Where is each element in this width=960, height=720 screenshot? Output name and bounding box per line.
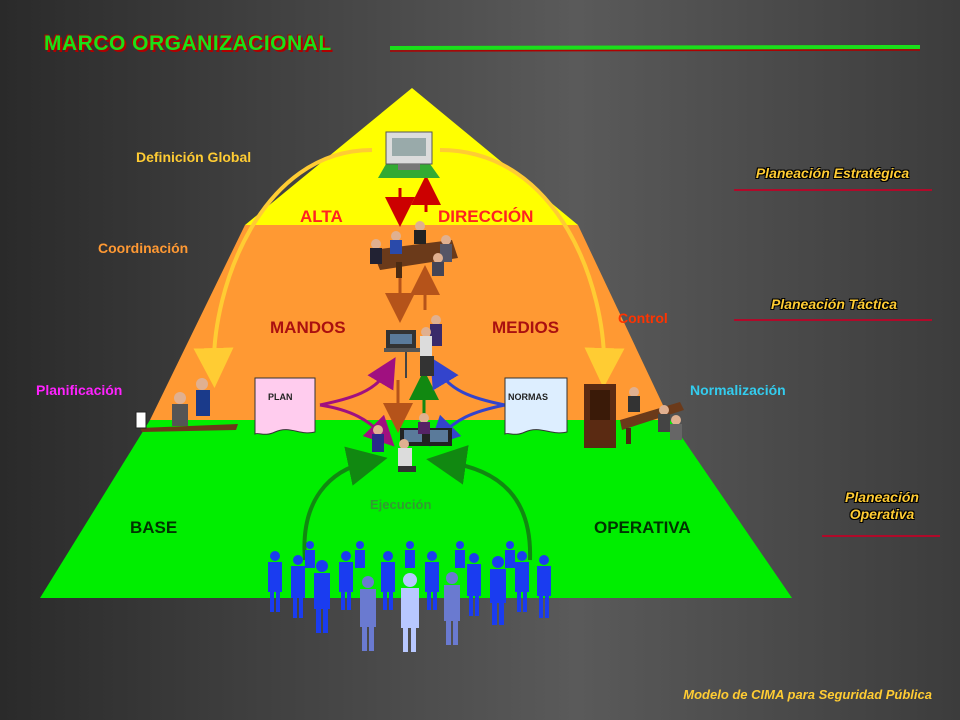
arc-control — [439, 148, 625, 388]
level-base: BASE — [130, 518, 178, 537]
level-mandos: MANDOS — [270, 318, 346, 337]
plan-document-label: PLAN — [268, 392, 293, 402]
title-underline-red — [389, 49, 921, 52]
level-direccion: DIRECCIÓN — [438, 207, 534, 226]
normas-document-label: NORMAS — [508, 392, 548, 402]
arrow-plan-up — [319, 357, 396, 407]
monitor-icon — [378, 131, 440, 178]
arc-ejecucion-left — [302, 446, 388, 561]
label-coordinacion: Coordinación — [98, 240, 189, 256]
label-definicion-global: Definición Global — [136, 149, 252, 165]
pyramid-base — [40, 420, 792, 598]
arrow-normas-up — [430, 357, 506, 407]
arc-ejecucion-right — [426, 445, 533, 561]
normas-document-icon — [504, 377, 568, 435]
level-alta: ALTA — [300, 207, 343, 226]
title-underline-green — [389, 45, 921, 50]
planeacion-tactica: Planeación Táctica — [770, 296, 898, 312]
planeacion-operativa-line1: Planeación — [845, 489, 919, 505]
office-icon — [584, 384, 684, 448]
meeting-icon — [370, 221, 458, 278]
level-medios: MEDIOS — [492, 318, 560, 337]
level-operativa: OPERATIVA — [594, 518, 691, 537]
label-planificacion: Planificación — [36, 382, 123, 398]
planeacion-estrategica: Planeación Estratégica — [755, 165, 910, 181]
worker-icon — [372, 413, 452, 472]
plan-document-icon — [254, 377, 316, 435]
label-normalizacion: Normalización — [690, 382, 786, 398]
footer-caption: Modelo de CIMA para Seguridad Pública — [683, 687, 932, 702]
planeacion-operativa: Planeación Operativa — [820, 489, 944, 523]
crowd-icon — [268, 541, 551, 652]
planner-icon — [135, 378, 238, 432]
label-ejecucion: Ejecución — [370, 497, 432, 512]
arc-planificacion — [193, 148, 373, 388]
computer-user-icon — [384, 315, 442, 378]
label-control: Control — [618, 310, 668, 326]
slide-title: MARCO ORGANIZACIONAL — [44, 32, 332, 55]
planeacion-operativa-line2: Operativa — [849, 506, 915, 522]
